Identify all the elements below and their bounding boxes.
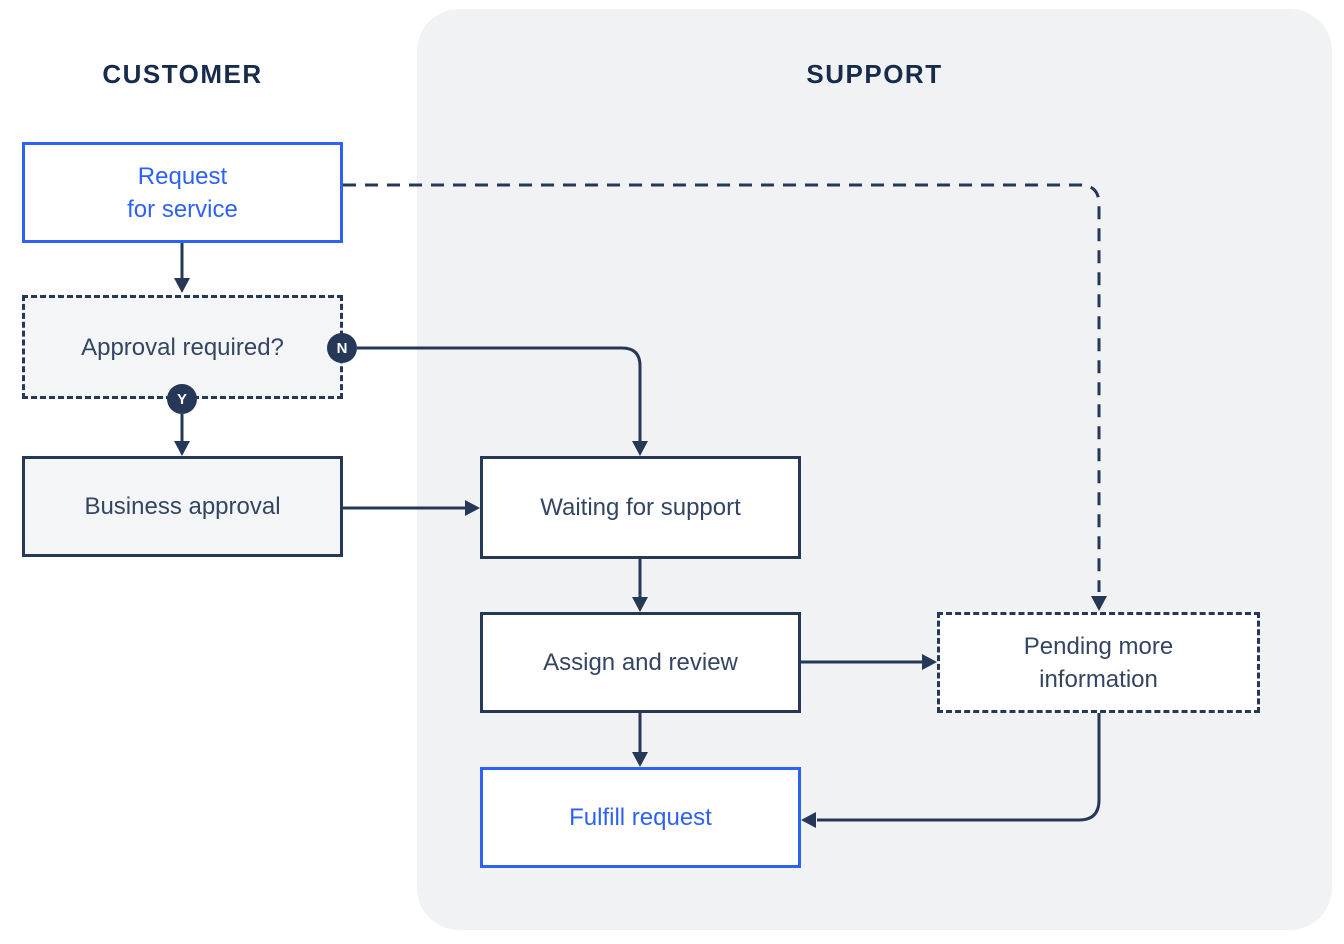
decision-badge-yes: Y bbox=[167, 384, 197, 414]
edge-pending-fulfill bbox=[817, 713, 1101, 822]
edge-pending-fulfill-arrowhead bbox=[801, 812, 816, 828]
node-label-line: for service bbox=[127, 195, 238, 223]
node-business-approval: Business approval bbox=[22, 456, 343, 557]
node-label-line: Request bbox=[137, 162, 228, 190]
decision-badge-no: N bbox=[327, 333, 357, 363]
node-assign-and-review: Assign and review bbox=[480, 612, 801, 713]
node-waiting-for-support: Waiting for support bbox=[480, 456, 801, 559]
node-label-line: Waiting for support bbox=[540, 494, 741, 521]
lane-title-support: SUPPORT bbox=[806, 58, 943, 89]
edge-approval-waiting-arrowhead bbox=[632, 441, 648, 456]
edge-request-pending-dashed bbox=[343, 183, 1101, 592]
node-label-line: Approval required? bbox=[81, 333, 284, 361]
edge-assign-fulfill-arrowhead bbox=[632, 752, 648, 767]
lane-title-customer: CUSTOMER bbox=[102, 58, 263, 89]
node-pending-more-information: Pending more information bbox=[937, 612, 1260, 713]
edge-approval-waiting bbox=[357, 346, 642, 442]
edge-assign-pending-arrowhead bbox=[922, 654, 937, 670]
node-request-for-service: Request for service bbox=[22, 142, 343, 243]
node-label-line: Business approval bbox=[84, 493, 281, 520]
node-label-line: Fulfill request bbox=[569, 804, 712, 831]
edge-business-waiting-arrowhead bbox=[465, 500, 480, 516]
edge-approval-business-arrowhead bbox=[174, 441, 190, 456]
node-fulfill-request: Fulfill request bbox=[480, 767, 801, 868]
node-label-line: information bbox=[1039, 665, 1158, 693]
edge-request-pending-arrowhead bbox=[1091, 596, 1107, 611]
edge-request-approval-arrowhead bbox=[174, 278, 190, 293]
node-label-line: Assign and review bbox=[543, 649, 738, 676]
node-label-line: Pending more bbox=[1023, 632, 1174, 660]
edge-waiting-assign-arrowhead bbox=[632, 597, 648, 612]
